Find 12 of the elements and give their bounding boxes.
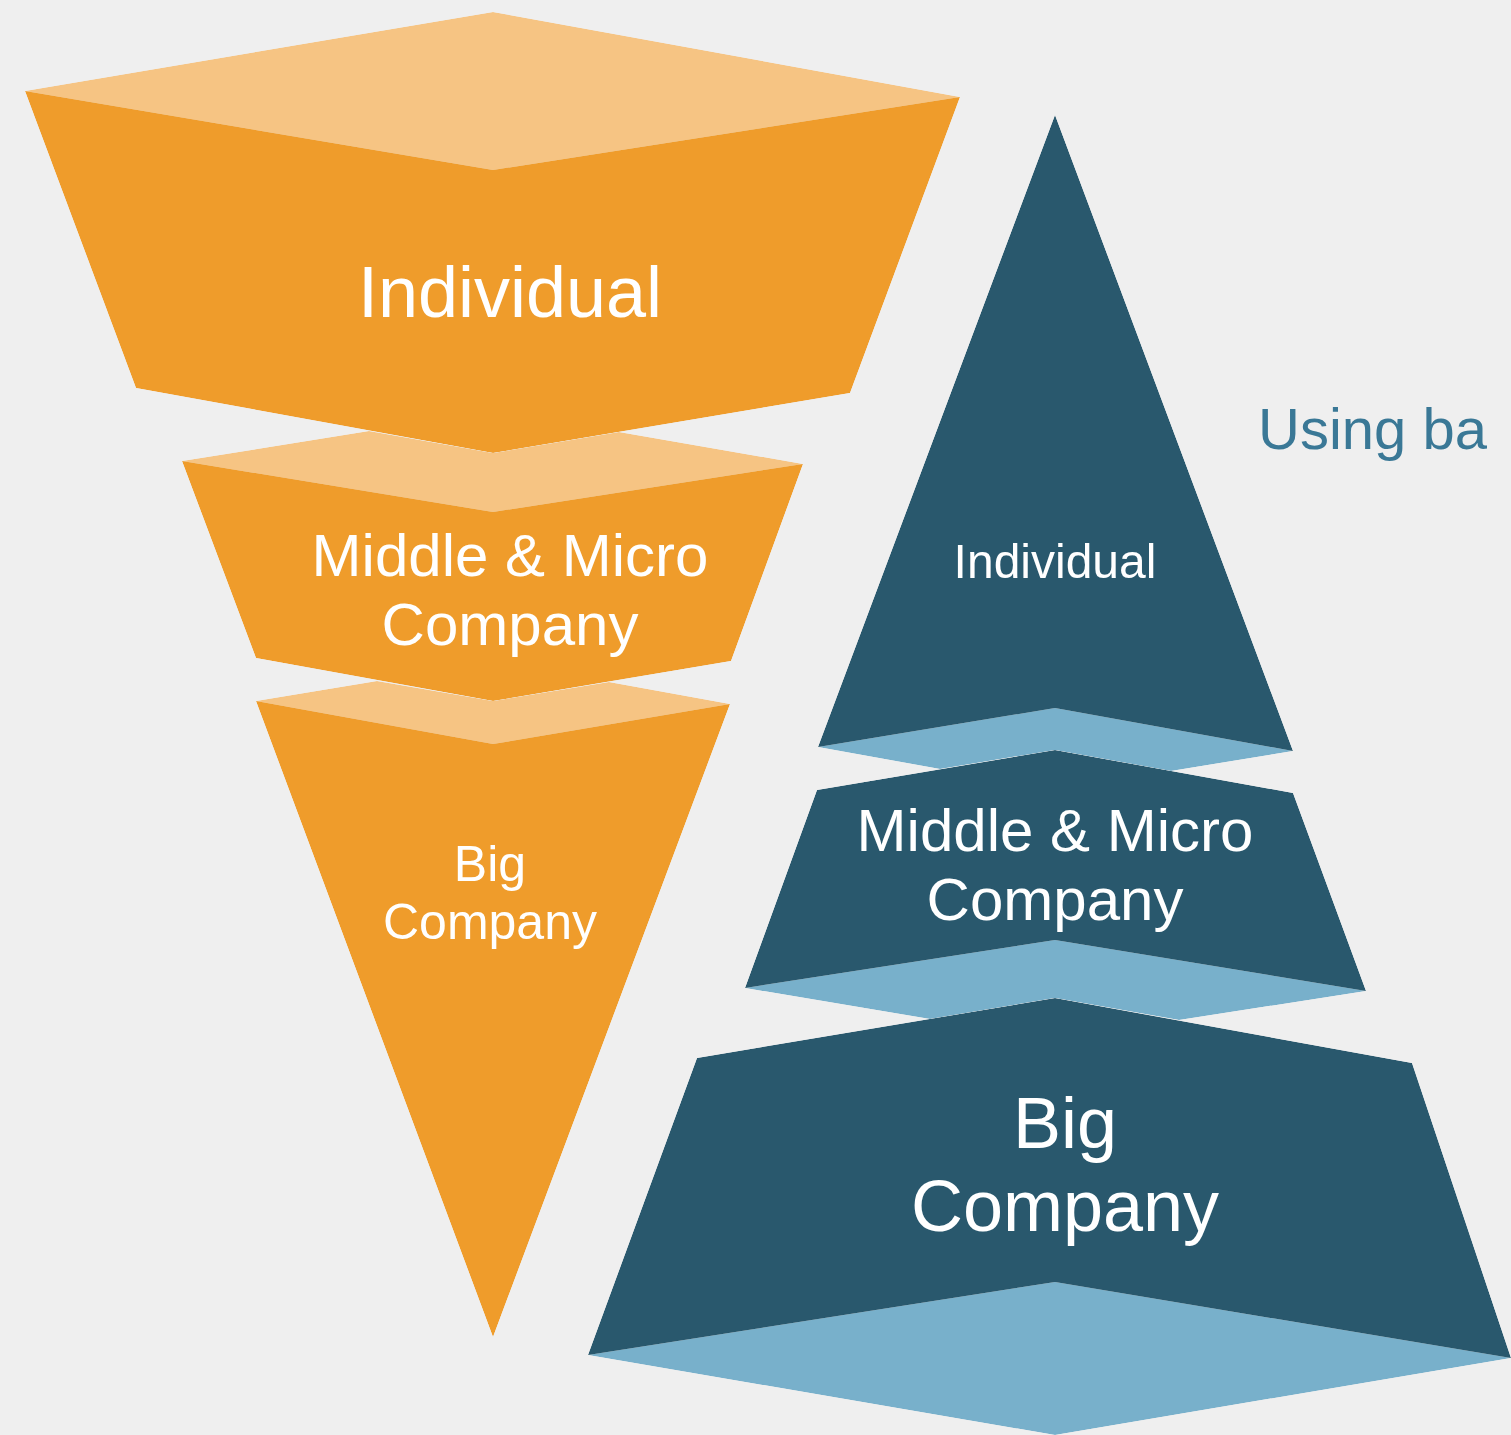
funnel-segment-drawing (182, 431, 803, 701)
segment-label: Big Company (909, 1082, 1221, 1248)
pyramid-segment-drawing (745, 750, 1366, 1020)
segment-label: Individual (952, 534, 1158, 590)
segment-label: Individual (356, 250, 664, 334)
funnel-segment-drawing (256, 681, 730, 1337)
funnel-segment-drawing (25, 12, 960, 453)
pyramid-segment-drawing (588, 998, 1511, 1435)
segment-label: Middle & Micro Company (310, 521, 710, 659)
segment-label: Big Company (382, 835, 598, 951)
segment-label: Middle & Micro Company (855, 796, 1255, 934)
side-note: Using ba (1258, 395, 1487, 462)
